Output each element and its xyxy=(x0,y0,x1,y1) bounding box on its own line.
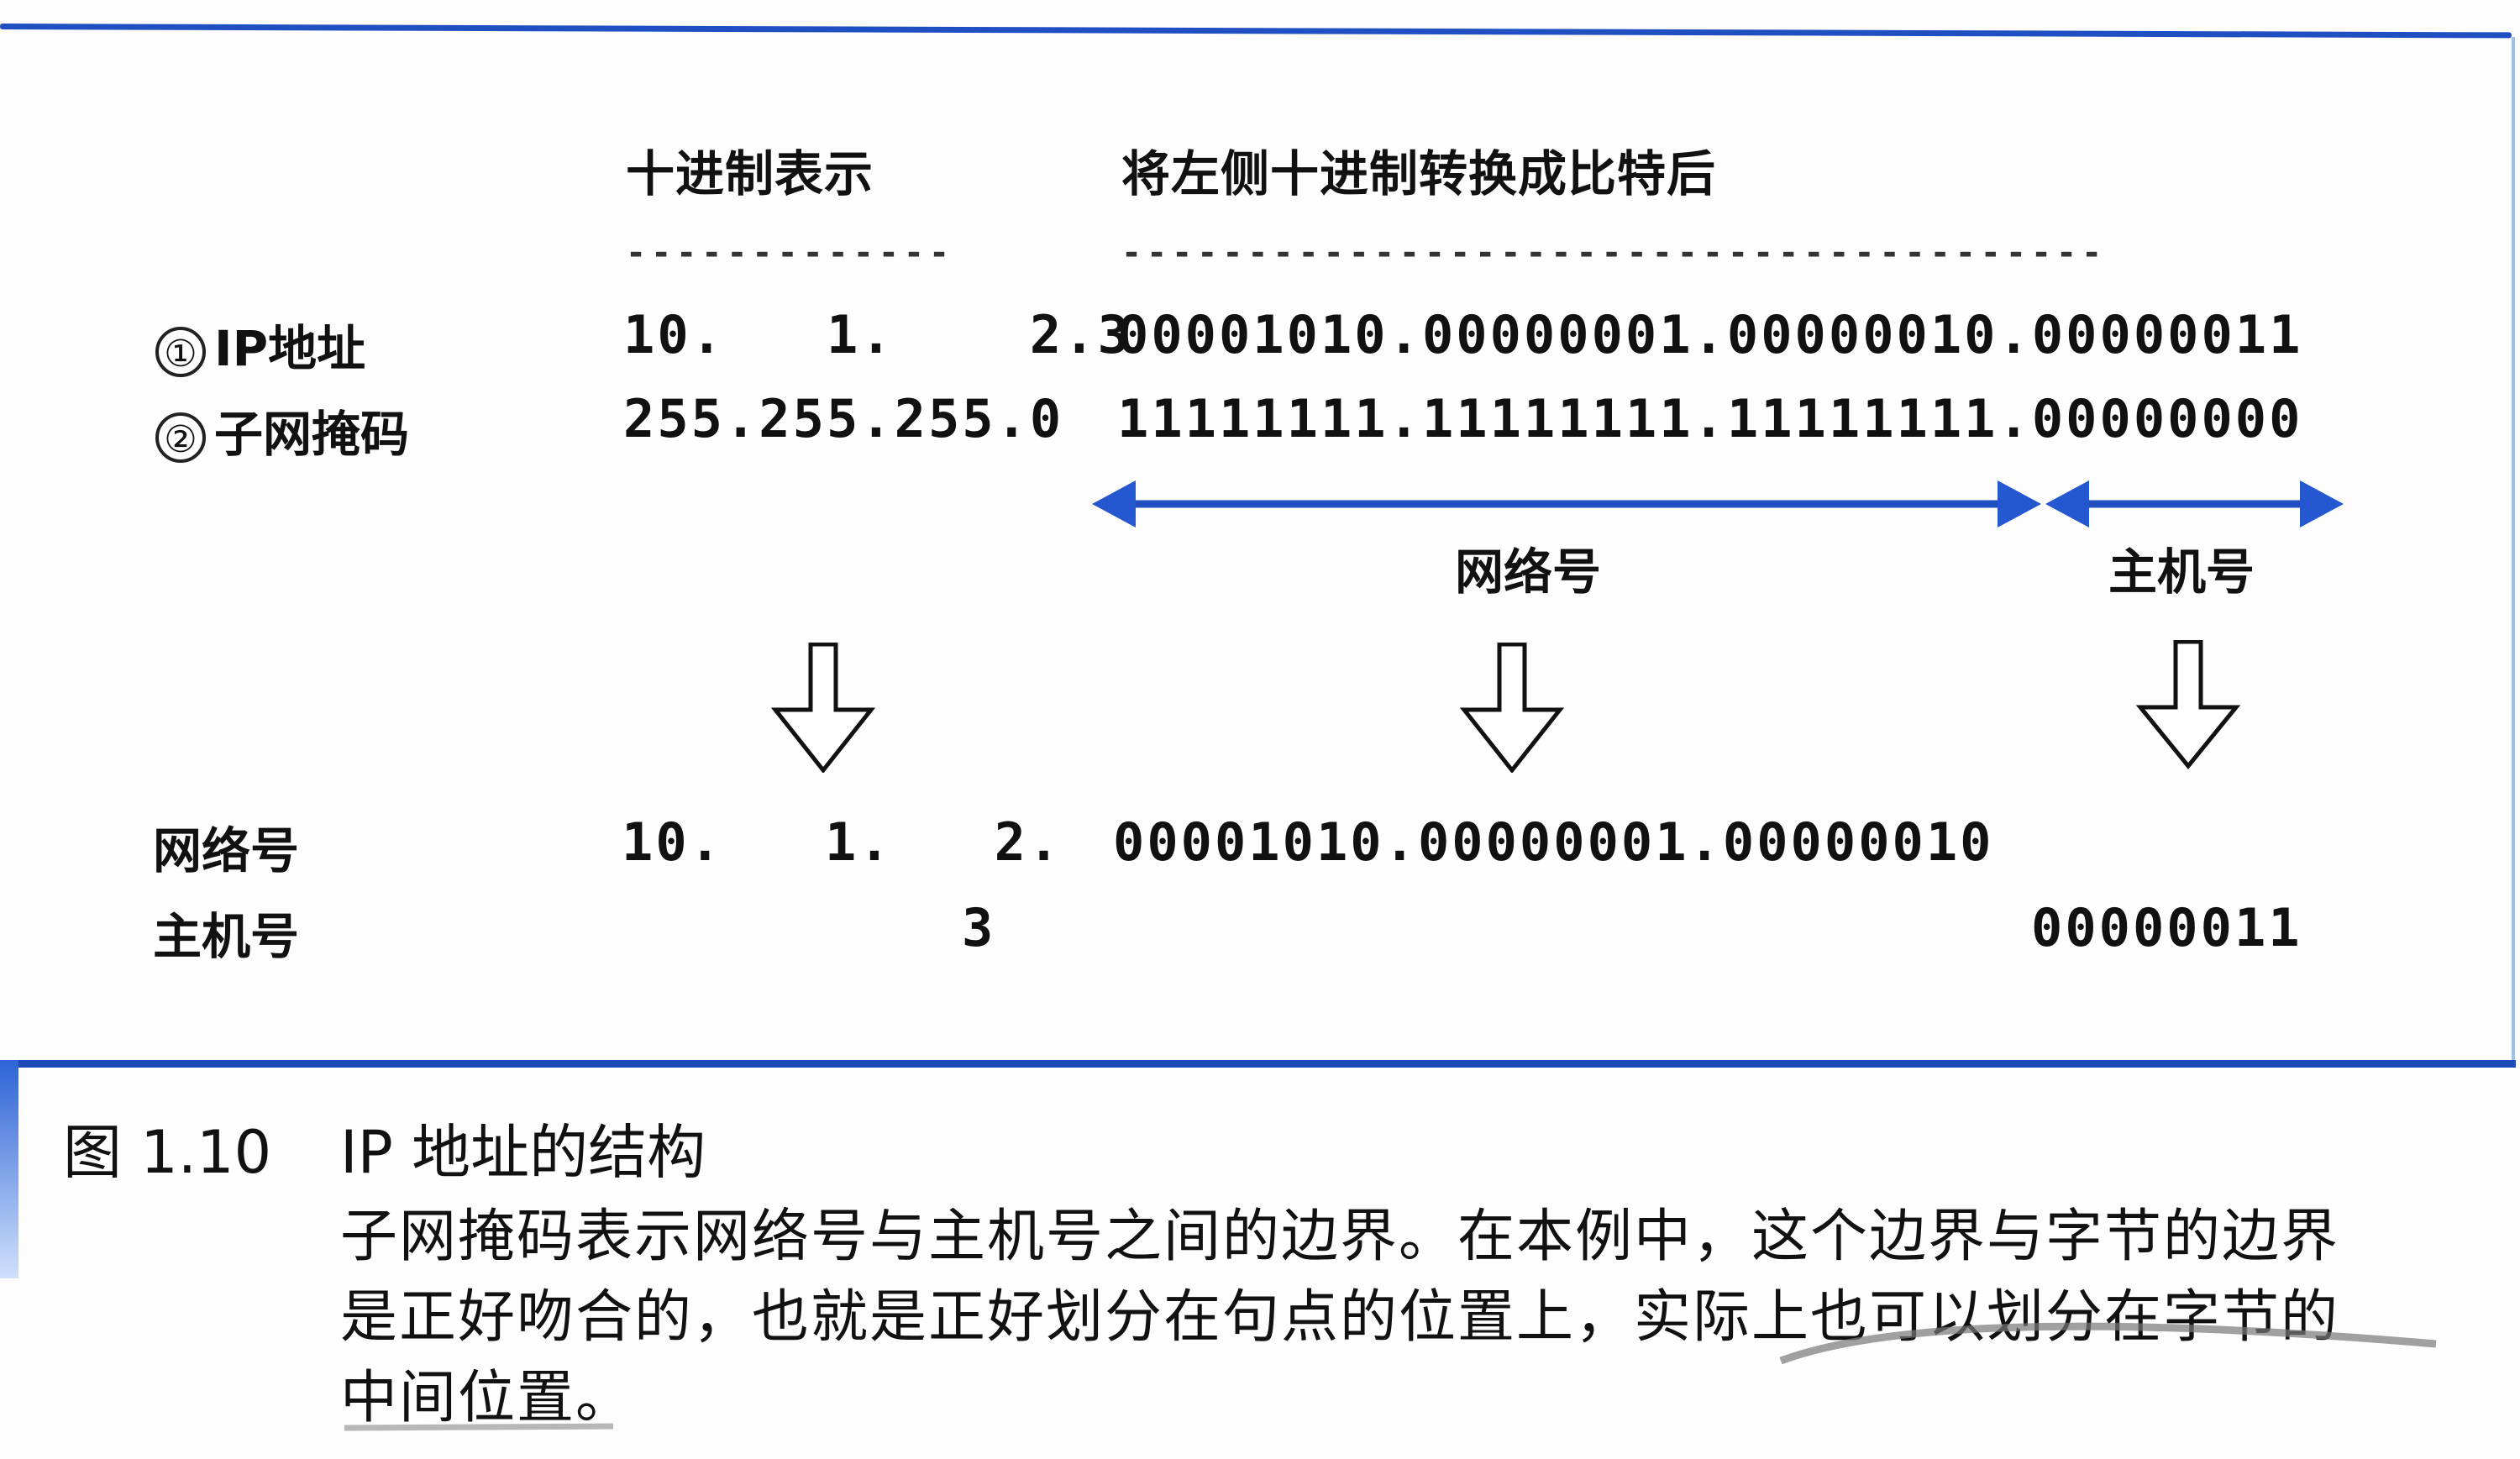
network-range-double-arrow-icon xyxy=(1092,480,2041,527)
pencil-underline-mark-2 xyxy=(344,1423,614,1431)
down-arrow-decimal-icon xyxy=(770,643,876,773)
host-result-binary: 00000011 xyxy=(2031,897,2302,958)
network-result-label: 网络号 xyxy=(153,822,300,879)
down-arrow-host-icon xyxy=(2135,640,2241,769)
ip-address-label-text: IP地址 xyxy=(214,320,366,377)
binary-header-underline: --------------------------------------- xyxy=(1121,234,2108,272)
circled-number-1-icon: ① xyxy=(155,326,206,377)
figure-number: 图 1.10 xyxy=(63,1118,272,1187)
host-range-double-arrow-icon xyxy=(2045,480,2344,527)
caption-left-accent xyxy=(0,1060,18,1278)
subnet-mask-label-text: 子网掩码 xyxy=(214,406,410,463)
ip-address-binary: 00001010.00000001.00000010.00000011 xyxy=(1117,304,2303,365)
host-range-label: 主机号 xyxy=(2108,543,2255,601)
decimal-column-header: 十进制表示 xyxy=(626,145,874,202)
ip-address-decimal: 10. 1. 2.3 xyxy=(623,304,1131,365)
decimal-header-underline: ------------- xyxy=(626,234,955,272)
circled-number-2-icon: ② xyxy=(155,412,206,463)
network-range-label: 网络号 xyxy=(1455,543,1602,601)
caption-body-line-1: 子网掩码表示网络号与主机号之间的边界。在本例中，这个边界与字节的边界 xyxy=(340,1204,2340,1270)
host-result-label: 主机号 xyxy=(153,908,300,965)
pencil-underline-mark xyxy=(1779,1322,2437,1365)
network-result-binary: 00001010.00000001.00000010 xyxy=(1113,811,1994,873)
down-arrow-network-icon xyxy=(1459,643,1565,773)
host-result-decimal: 3 xyxy=(962,897,996,958)
binary-column-header: 将左侧十进制转换成比特后 xyxy=(1121,145,1717,202)
figure-title: IP 地址的结构 xyxy=(340,1118,706,1187)
network-result-decimal: 10. 1. 2. xyxy=(622,811,1063,873)
subnet-mask-binary: 11111111.11111111.11111111.00000000 xyxy=(1117,388,2303,449)
caption-top-rule xyxy=(0,1060,2516,1068)
caption-body-line-2: 是正好吻合的，也就是正好划分在句点的位置上，实际上也可以划分在字节的 xyxy=(340,1284,2340,1351)
caption-body-line-3: 中间位置。 xyxy=(340,1365,635,1431)
subnet-mask-decimal: 255.255.255.0 xyxy=(623,388,1064,449)
right-border-rule xyxy=(2512,37,2515,1066)
top-border-rule xyxy=(0,24,2512,39)
